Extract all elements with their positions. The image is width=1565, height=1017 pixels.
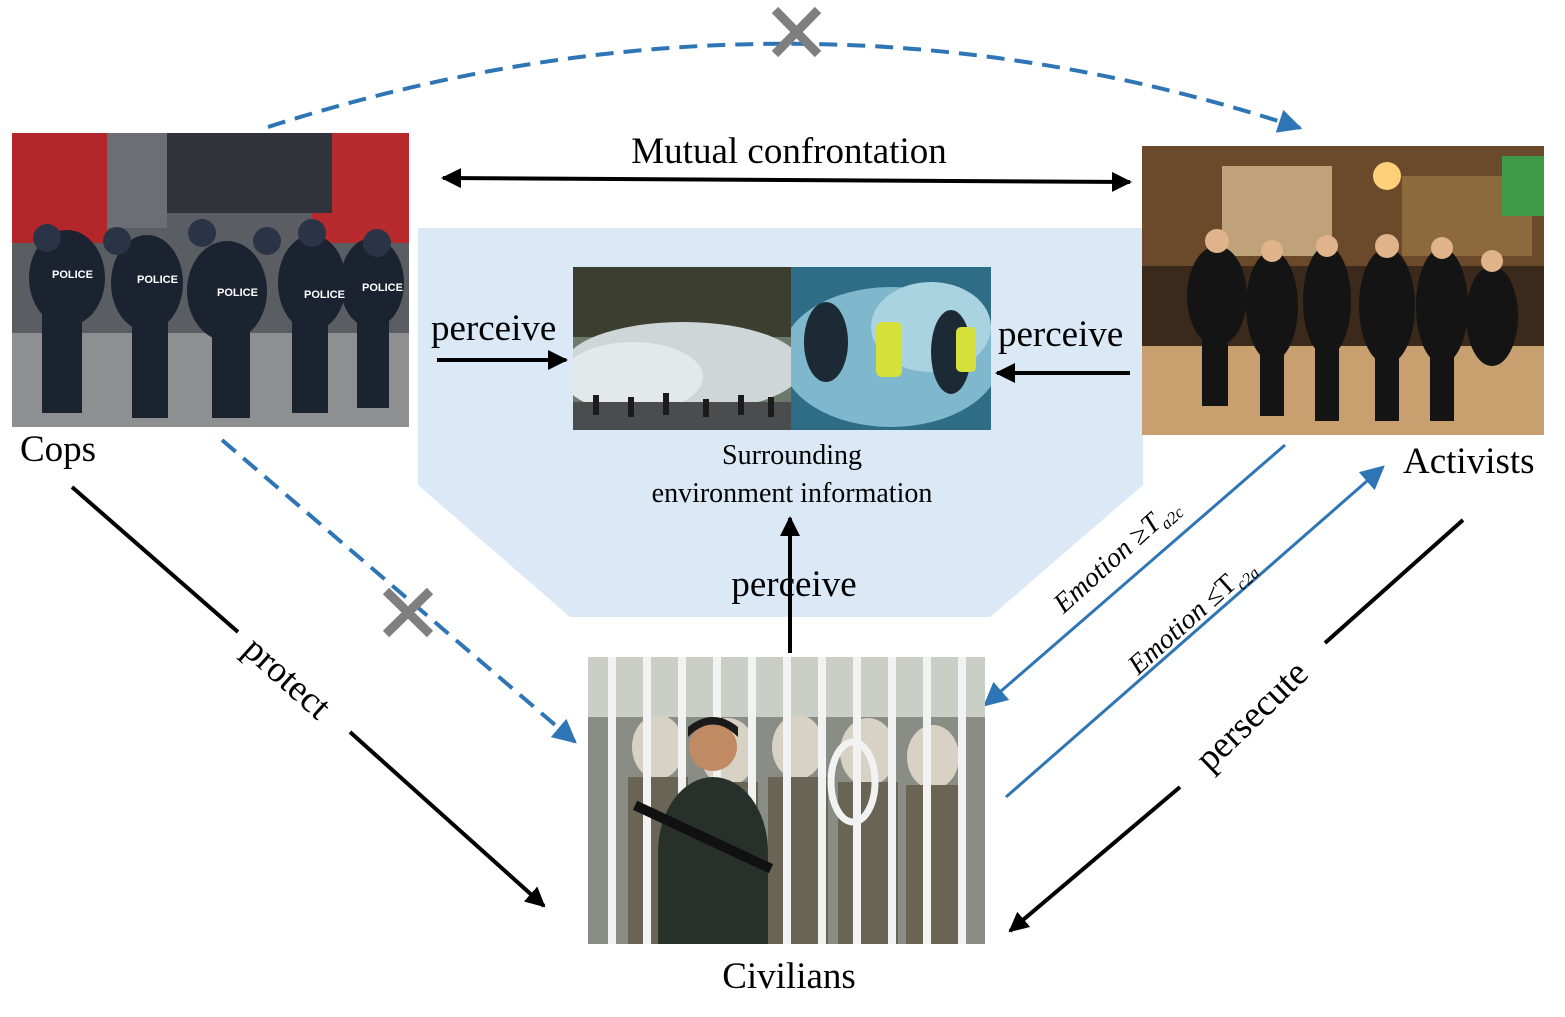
protect-arrow-segment-2 — [348, 730, 546, 908]
protect-arrow-segment-1 — [70, 485, 240, 634]
cops-to-civilians-dashed-arrow — [220, 438, 577, 744]
civilians-label: Civilians — [722, 956, 856, 997]
perceive-right-label: perceive — [998, 314, 1124, 355]
svg-text:POLICE: POLICE — [217, 287, 258, 299]
blocked-cross-top — [771, 6, 822, 58]
svg-text:POLICE: POLICE — [362, 282, 403, 294]
blocked-cross-left — [382, 587, 434, 638]
environment-label-line2: environment information — [651, 478, 933, 509]
svg-text:POLICE: POLICE — [304, 289, 345, 301]
activists-label: Activists — [1403, 441, 1535, 482]
mutual-confrontation-label: Mutual confrontation — [631, 131, 947, 172]
persecute-arrow-segment-2 — [1008, 785, 1182, 933]
civilians-to-activists-emotion-arrow — [1005, 465, 1385, 799]
cops-photo: POLICE POLICE POLICE POLICE POLICE — [12, 133, 409, 427]
cops-label: Cops — [20, 429, 97, 470]
environment-photo-right — [791, 267, 991, 430]
perceive-up-label: perceive — [731, 564, 857, 605]
perceive-left-label: perceive — [431, 308, 557, 349]
cops-to-activists-dashed-arrow — [267, 41, 1303, 133]
mutual-confrontation-arrow — [441, 168, 1132, 192]
environment-label-line1: Surrounding — [722, 440, 862, 471]
activists-photo — [1142, 146, 1544, 435]
svg-text:POLICE: POLICE — [52, 269, 93, 281]
persecute-arrow-segment-1 — [1323, 518, 1465, 645]
civilians-photo — [588, 657, 985, 944]
environment-photo-left — [573, 267, 791, 430]
activists-to-civilians-emotion-arrow — [983, 443, 1286, 707]
svg-text:POLICE: POLICE — [137, 274, 178, 286]
